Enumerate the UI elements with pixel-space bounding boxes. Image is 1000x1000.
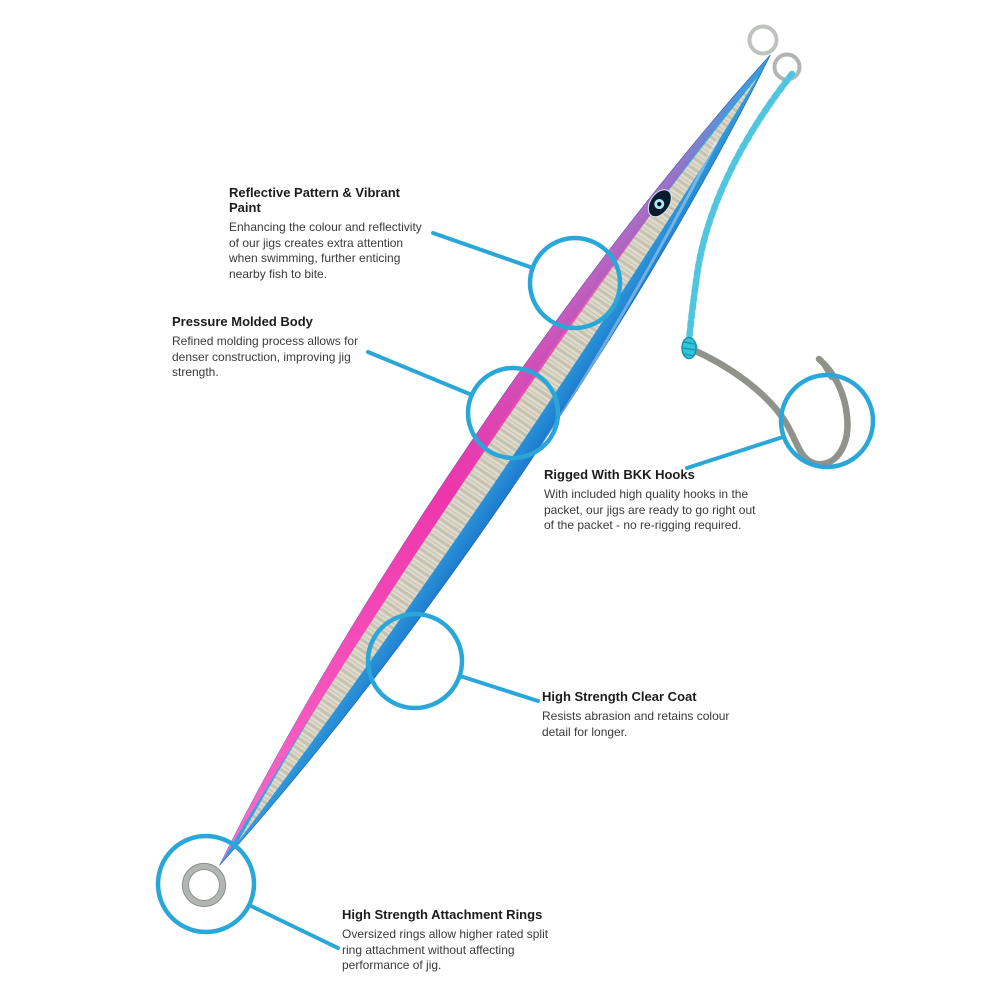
attachment-ring	[181, 862, 227, 908]
callout-clear-coat-title: High Strength Clear Coat	[542, 689, 697, 704]
callout-circle-bkk-hooks	[778, 372, 876, 470]
callout-attachment-rings: High Strength Attachment Rings Oversized…	[342, 907, 552, 974]
callout-bkk-hooks-title: Rigged With BKK Hooks	[544, 467, 695, 482]
callout-markers	[155, 231, 876, 950]
callout-bkk-hooks-body: With included high quality hooks in the …	[544, 487, 756, 532]
callout-bkk-hooks: Rigged With BKK Hooks With included high…	[544, 467, 756, 534]
callout-line-bkk-hooks	[685, 435, 785, 470]
callout-circle-pressure-molded	[465, 365, 561, 461]
braided-cord-texture	[685, 70, 796, 345]
callout-attachment-rings-title: High Strength Attachment Rings	[342, 907, 543, 922]
callout-reflective-pattern-body: Enhancing the colour and reflectivity of…	[229, 220, 422, 281]
bkk-hook	[682, 339, 851, 468]
callout-attachment-rings-body: Oversized rings allow higher rated split…	[342, 927, 549, 972]
callout-reflective-pattern-title: Reflective Pattern & Vibrant Paint	[229, 185, 400, 215]
jig-gloss-highlight	[305, 139, 719, 781]
jig-pink-stripe	[219, 54, 771, 866]
jig-eye-decal	[647, 189, 672, 218]
callout-line-reflective-pattern	[431, 231, 535, 270]
callout-circle-reflective-pattern	[527, 235, 623, 331]
callout-line-pressure-molded	[366, 350, 474, 397]
callout-reflective-pattern: Reflective Pattern & Vibrant Paint Enhan…	[229, 185, 434, 282]
callout-clear-coat-body: Resists abrasion and retains colour deta…	[542, 709, 730, 739]
callout-circle-attachment-rings	[155, 833, 257, 935]
callout-line-attachment-rings	[247, 903, 340, 950]
hook-knot	[681, 336, 697, 360]
split-ring-top	[747, 24, 779, 56]
callout-circle-clear-coat	[365, 611, 465, 711]
callout-line-clear-coat	[458, 674, 540, 703]
callout-pressure-molded: Pressure Molded Body Refined molding pro…	[172, 314, 372, 381]
braided-cord	[685, 70, 796, 345]
callout-pressure-molded-body: Refined molding process allows for dense…	[172, 334, 359, 379]
callout-pressure-molded-title: Pressure Molded Body	[172, 314, 313, 329]
callout-clear-coat: High Strength Clear Coat Resists abrasio…	[542, 689, 747, 740]
